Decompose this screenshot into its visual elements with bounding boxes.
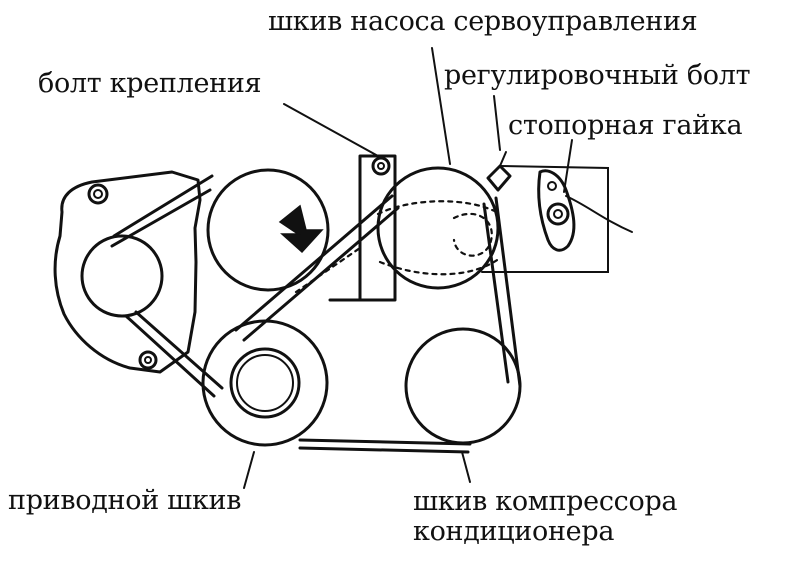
drive-pulley-hub	[229, 347, 301, 419]
label-lock-nut: стопорная гайка	[508, 110, 743, 141]
label-drive-pulley: приводной шкив	[8, 485, 242, 516]
label-ac-compressor-pulley: шкив компрессора кондиционера	[413, 486, 678, 547]
ps-hidden-edge-2	[378, 256, 502, 276]
adjusting-bolt-stub	[486, 151, 512, 192]
ps-hidden-boss	[452, 212, 493, 257]
label-mounting-bolt: болт крепления	[38, 68, 262, 99]
ps-pump-pulley	[376, 166, 500, 290]
alternator-bracket	[53, 170, 202, 374]
drive-belt	[110, 174, 522, 454]
leader-lines	[243, 47, 573, 489]
ps-pump-bracket	[358, 154, 397, 302]
direction-arrow-icon	[278, 204, 324, 254]
drive-pulley	[201, 319, 329, 447]
alternator-pulley	[80, 234, 164, 318]
lock-nut-inset	[481, 165, 633, 273]
water-pump-pulley	[206, 168, 330, 292]
label-ac-line-2: кондиционера	[413, 515, 615, 547]
label-ps-pump-pulley: шкив насоса сервоуправления	[268, 6, 698, 37]
label-adjusting-bolt: регулировочный болт	[444, 60, 751, 91]
ps-hidden-edge-1	[376, 200, 502, 216]
label-ac-line-1: шкив компрессора	[413, 486, 678, 517]
